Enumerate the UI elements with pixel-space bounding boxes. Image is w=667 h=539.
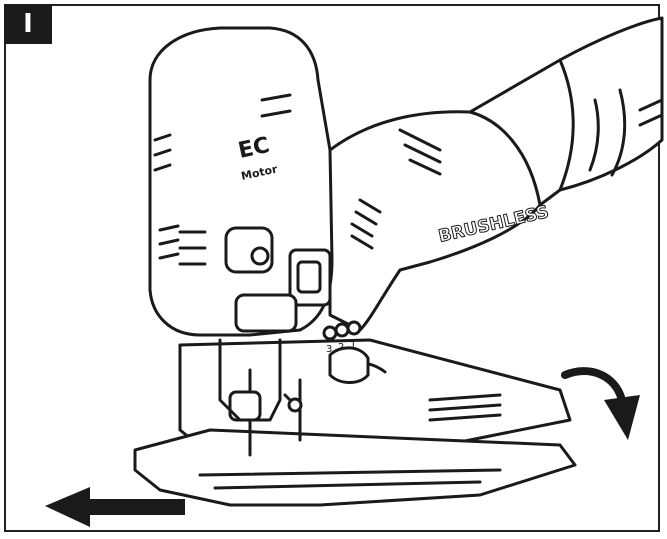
dial-mark-1: 1 [350, 340, 356, 351]
base-plate [133, 338, 577, 507]
curved-arrow-icon [561, 367, 640, 440]
blade-holder [218, 338, 303, 422]
dial-mark-3: 3 [326, 344, 332, 355]
dial-mark-2: 2 [338, 342, 344, 353]
motor-housing [148, 26, 334, 337]
step-badge: I [4, 4, 52, 44]
arrow-left-icon [45, 487, 185, 527]
step-label: I [23, 9, 33, 39]
speed-dial: 3 2 1 [322, 320, 362, 355]
tool-handle [328, 16, 664, 332]
